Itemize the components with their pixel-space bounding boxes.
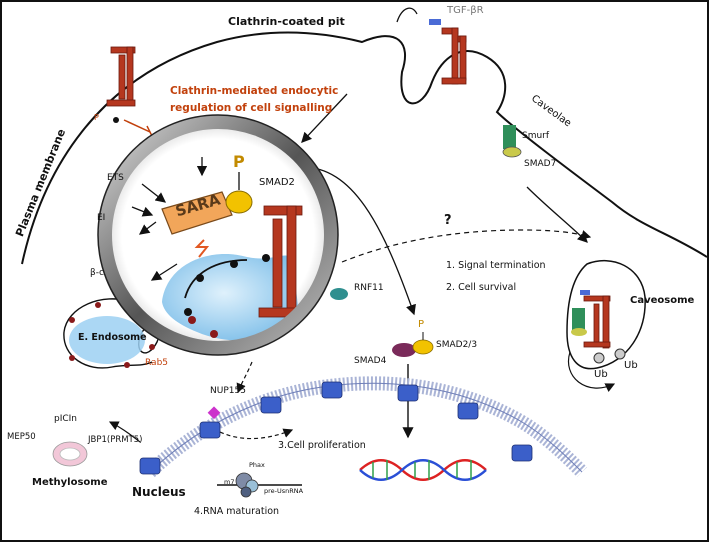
receptor-top-right: [441, 27, 467, 85]
magnifier-ring: [98, 115, 338, 355]
rnf11-label: RNF11: [354, 283, 384, 293]
top-membrane-wiggle: [396, 7, 418, 23]
picln-label: pICIn: [54, 414, 78, 424]
tgf-ligand-shape: [429, 19, 441, 25]
ub-sphere-1: [593, 352, 605, 364]
sara-protein: [161, 191, 233, 235]
plasma-membrane-line: [21, 31, 707, 265]
ets-label: ETS: [107, 173, 124, 183]
methylosome-complex: [52, 441, 88, 467]
ei-label: EI: [97, 213, 106, 223]
caveosome-loop-arrow: [567, 351, 616, 392]
smad7-label: SMAD7: [524, 159, 557, 169]
phospho-label-left: P: [94, 113, 99, 122]
caveosome-label: Caveosome: [630, 295, 695, 306]
rnf11-shape: [330, 288, 348, 300]
methylosome-label: Methylosome: [32, 477, 108, 488]
cell-proliferation-label: 3.Cell proliferation: [278, 440, 366, 451]
arrow-to-nup155: [236, 361, 253, 394]
ub-sphere-2: [614, 348, 626, 360]
caveosome-smurf: [572, 308, 585, 330]
mep50-label: MEP50: [7, 432, 36, 442]
rab5-label: Rab5: [145, 358, 169, 368]
title-line-1: Clathrin-mediated endocytic: [170, 85, 339, 97]
arrow-methylosome: [108, 421, 141, 443]
m7g-label: m7: [224, 478, 235, 486]
nucleus-label: Nucleus: [132, 485, 186, 499]
cell-survival-label: 2. Cell survival: [446, 282, 517, 293]
ub-label-1: Ub: [594, 369, 608, 380]
arrow-dashed-to-caveosome: [341, 229, 592, 263]
early-endosome-label: E. Endosome: [78, 332, 147, 343]
smurf-label: Smurf: [522, 131, 550, 141]
phospho-dot-left: [113, 117, 119, 123]
smurf-shape: [503, 125, 516, 149]
rna-maturation-label: 4.RNA maturation: [194, 506, 280, 517]
signal-termination-label: 1. Signal termination: [446, 260, 546, 271]
arrow-cell-proliferation: [219, 428, 294, 440]
arrow-title-to-lens: [301, 93, 348, 143]
title-line-2: regulation of cell signalling: [170, 102, 333, 114]
early-endosome-body: [69, 316, 145, 364]
smad4-label: SMAD4: [354, 356, 387, 366]
magnifier-contents: [131, 157, 303, 341]
smad2-magnified-label: SMAD2: [259, 177, 295, 188]
nup155-shape: [207, 406, 221, 420]
caveosome-membrane: [566, 259, 646, 370]
beta-label: β-c: [90, 268, 104, 278]
phax-label: Phax: [249, 461, 265, 469]
inhibition-line: [123, 119, 151, 133]
jbp1-label: JBP1(PRMT5): [88, 435, 143, 445]
clathrin-pit-label: Clathrin-coated pit: [228, 15, 345, 28]
smad2-ball: [225, 190, 253, 214]
p-magnified-label: P: [233, 152, 245, 171]
ub-label-2: Ub: [624, 360, 638, 371]
question-mark: ?: [444, 213, 452, 228]
dna-helix: [359, 459, 487, 481]
tgf-br-label: TGF-βR: [447, 5, 484, 16]
receptor-caveosome: [583, 295, 611, 349]
smad4-shape: [392, 343, 416, 357]
smad-phospho-label: P: [418, 319, 425, 330]
nuclear-pores: [139, 381, 533, 475]
smad7-shape: [502, 146, 522, 158]
caveosome-smad7: [571, 328, 587, 336]
arrow-caveolae-to-caveosome: [526, 186, 588, 243]
magnifier-ring-edge: [97, 114, 339, 356]
caveosome-blue-bar: [580, 290, 590, 295]
rna-complex: [217, 472, 302, 498]
smad23-label: SMAD2/3: [436, 340, 478, 350]
receptor-top-left: [106, 46, 136, 107]
smad23-shape: [412, 339, 434, 355]
nup155-label: NUP155: [210, 386, 246, 396]
pre-usnrna-label: pre-UsnRNA: [264, 487, 304, 495]
